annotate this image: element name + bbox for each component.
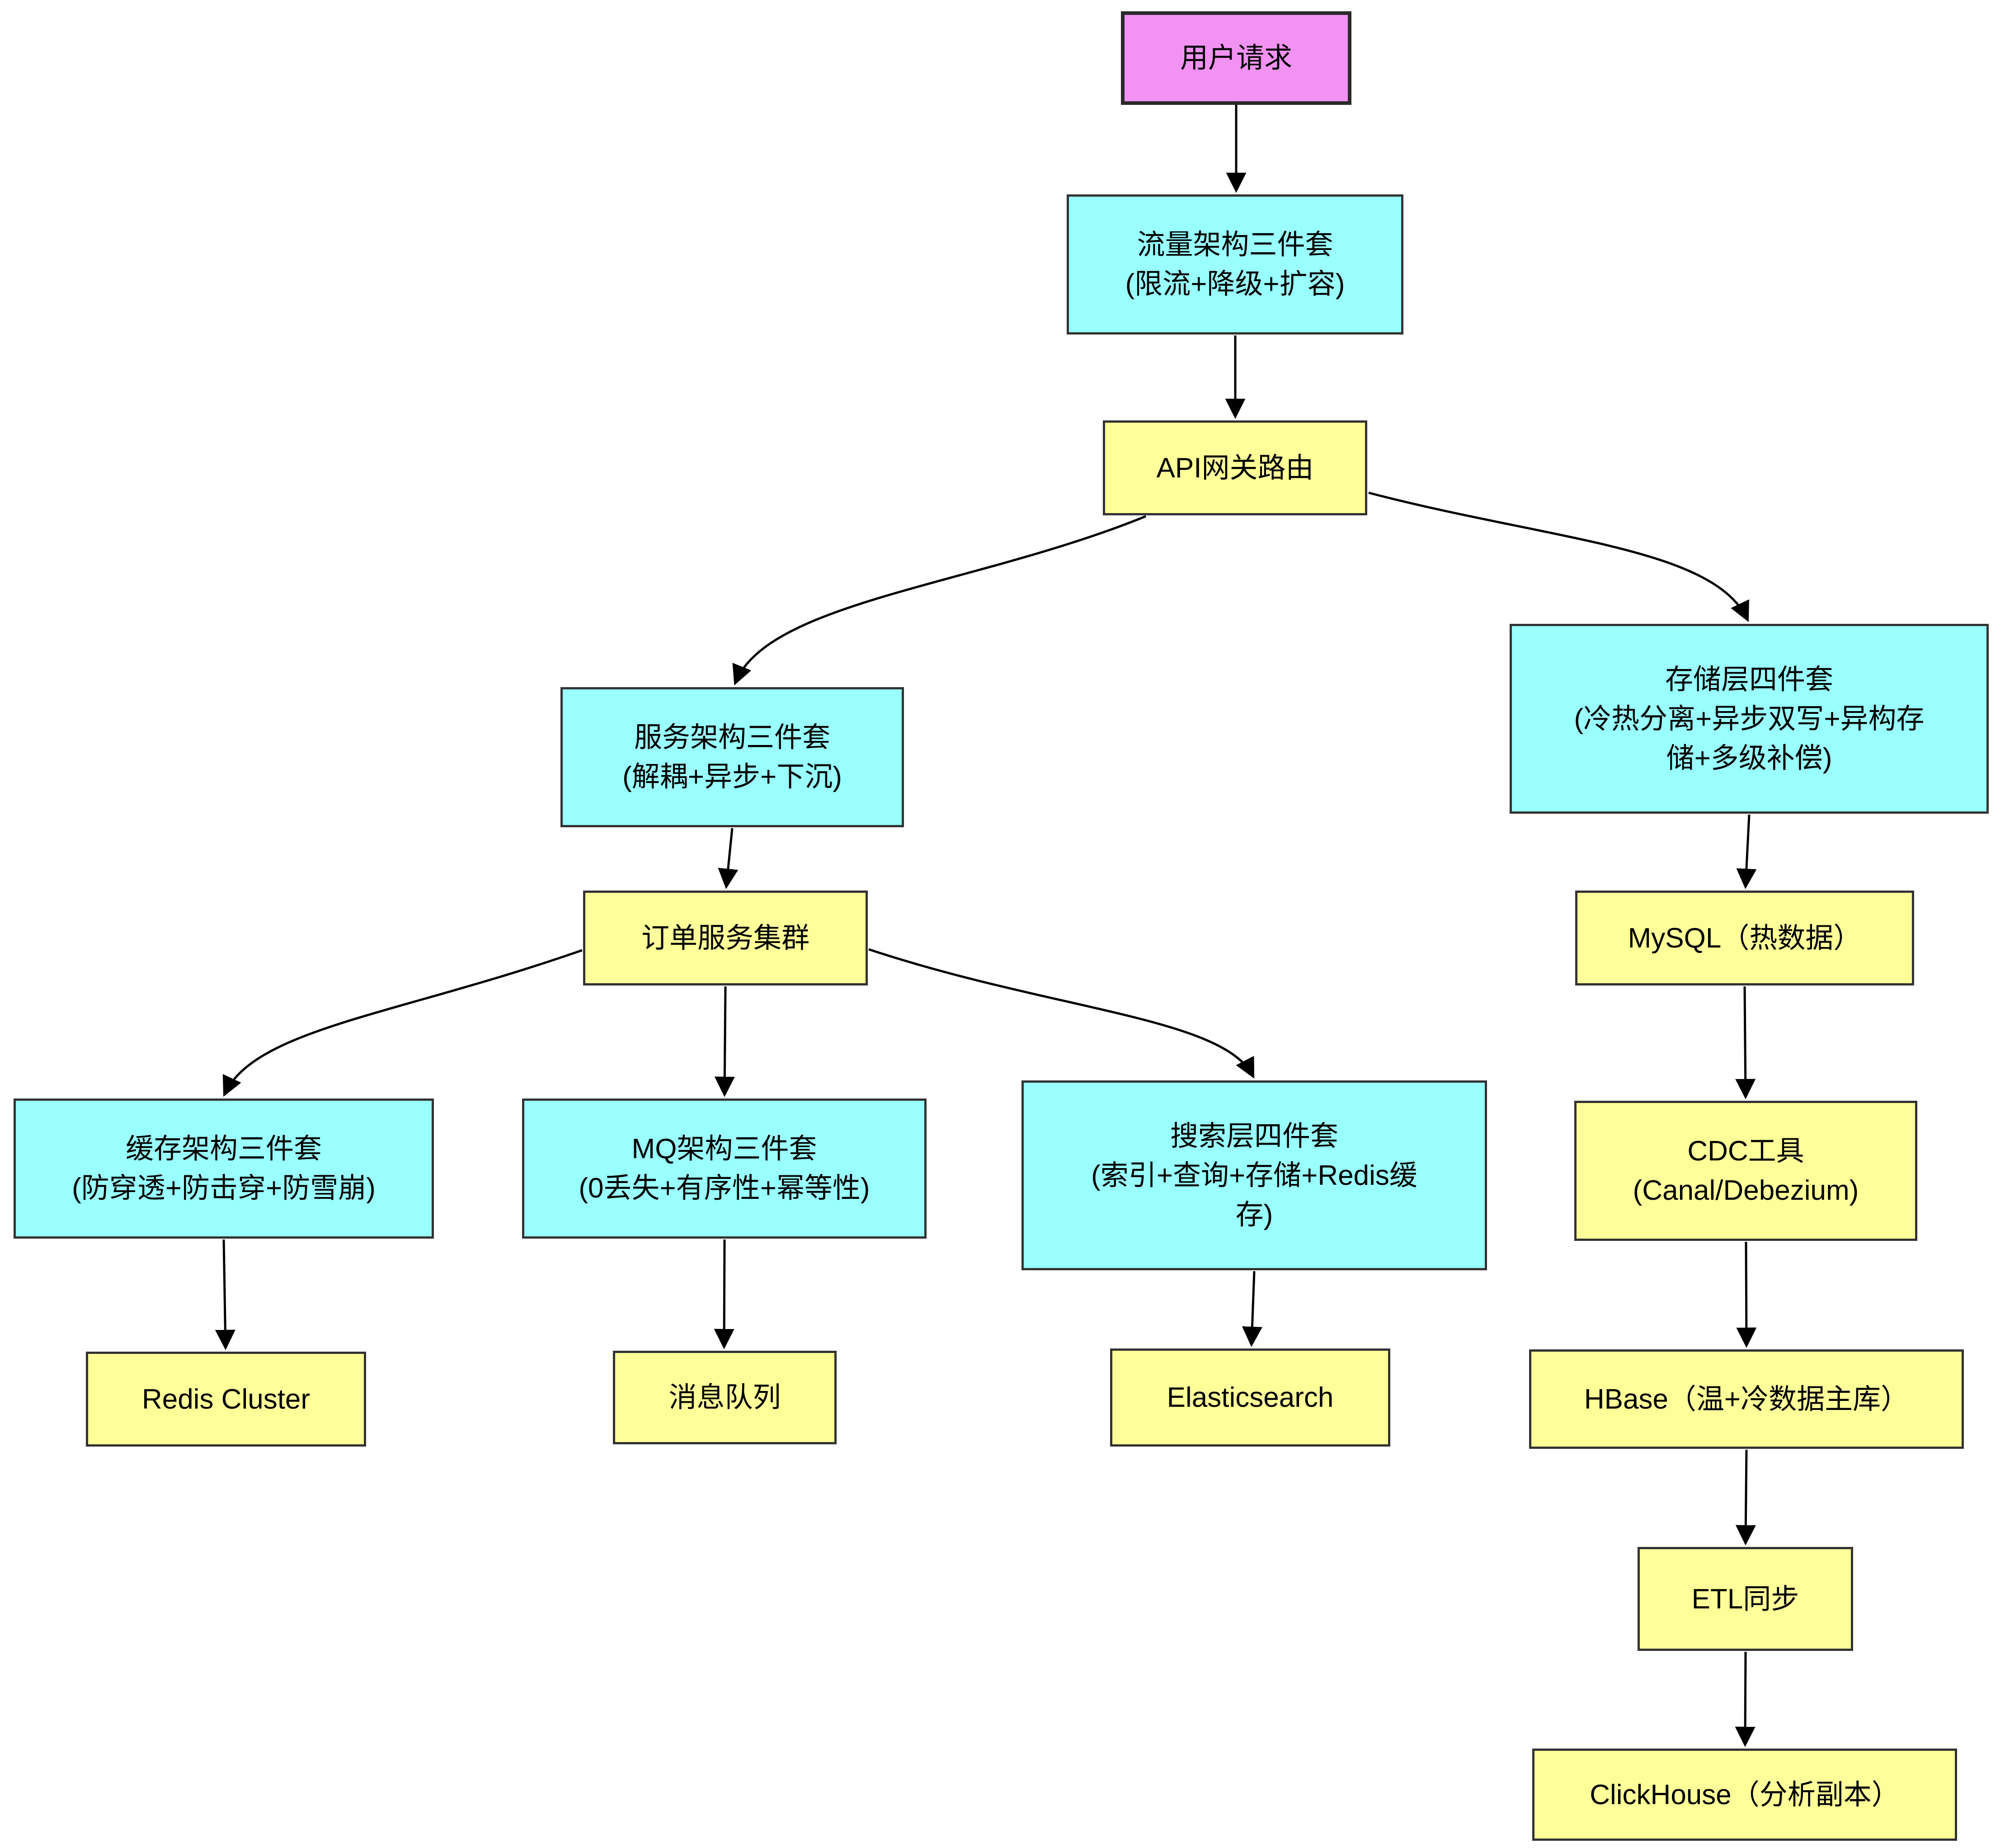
- node-clickhouse-label: ClickHouse（分析副本）: [1590, 1779, 1900, 1810]
- edge-search-to-es: [1242, 1271, 1262, 1347]
- edge-cache-to-redis: [215, 1239, 235, 1350]
- node-redis-cluster: Redis Cluster: [86, 1352, 366, 1447]
- node-mq-trio: MQ架构三件套 (0丢失+有序性+幂等性): [522, 1098, 927, 1239]
- node-service-trio: 服务架构三件套 (解耦+异步+下沉): [560, 687, 904, 827]
- node-message-queue: 消息队列: [613, 1351, 837, 1444]
- node-cdc-tool-label: CDC工具 (Canal/Debezium): [1633, 1136, 1859, 1206]
- node-hbase-label: HBase（温+冷数据主库）: [1584, 1383, 1909, 1415]
- node-redis-cluster-label: Redis Cluster: [141, 1383, 311, 1415]
- node-cdc-tool: CDC工具 (Canal/Debezium): [1574, 1101, 1917, 1241]
- node-mysql-hot-label: MySQL（热数据）: [1628, 922, 1862, 954]
- edge-service-to-order: [718, 828, 739, 889]
- edge-api-to-service: [732, 515, 1146, 686]
- node-storage-quad-label: 存储层四件套 (冷热分离+异步双写+异构存 储+多级补偿): [1574, 664, 1925, 774]
- node-api-gateway: API网关路由: [1103, 420, 1367, 515]
- node-storage-quad: 存储层四件套 (冷热分离+异步双写+异构存 储+多级补偿): [1510, 624, 1989, 814]
- edge-order-to-cache: [222, 949, 583, 1097]
- node-search-quad-label: 搜索层四件套 (索引+查询+存储+Redis缓 存): [1091, 1120, 1417, 1230]
- node-user-request: 用户请求: [1121, 11, 1351, 105]
- node-cache-trio: 缓存架构三件套 (防穿透+防击穿+防雪崩): [14, 1098, 434, 1239]
- node-etl-sync-label: ETL同步: [1691, 1583, 1799, 1615]
- node-order-cluster: 订单服务集群: [583, 891, 868, 985]
- node-etl-sync: ETL同步: [1638, 1547, 1853, 1651]
- node-mq-trio-label: MQ架构三件套 (0丢失+有序性+幂等性): [579, 1133, 870, 1204]
- node-user-request-label: 用户请求: [1180, 42, 1292, 74]
- edge-order-to-search: [868, 948, 1255, 1079]
- node-api-gateway-label: API网关路由: [1156, 452, 1314, 484]
- node-message-queue-label: 消息队列: [668, 1382, 781, 1413]
- node-cache-trio-label: 缓存架构三件套 (防穿透+防击穿+防雪崩): [72, 1133, 376, 1204]
- edge-storage-to-mysql: [1736, 814, 1757, 889]
- edge-mq-to-queue: [714, 1239, 734, 1349]
- node-elasticsearch: Elasticsearch: [1110, 1348, 1390, 1447]
- node-clickhouse: ClickHouse（分析副本）: [1532, 1749, 1957, 1841]
- node-order-cluster-label: 订单服务集群: [641, 922, 810, 954]
- node-mysql-hot: MySQL（热数据）: [1575, 891, 1914, 985]
- edge-etl-to-clickhouse: [1735, 1651, 1756, 1747]
- node-hbase: HBase（温+冷数据主库）: [1529, 1349, 1964, 1449]
- node-traffic-trio: 流量架构三件套 (限流+降级+扩容): [1067, 194, 1403, 335]
- node-search-quad: 搜索层四件套 (索引+查询+存储+Redis缓 存): [1021, 1080, 1487, 1270]
- node-traffic-trio-label: 流量架构三件套 (限流+降级+扩容): [1125, 229, 1345, 300]
- node-elasticsearch-label: Elasticsearch: [1167, 1382, 1334, 1413]
- edge-api-to-storage: [1368, 491, 1749, 622]
- edge-mysql-to-cdc: [1735, 986, 1756, 1099]
- node-service-trio-label: 服务架构三件套 (解耦+异步+下沉): [622, 722, 842, 792]
